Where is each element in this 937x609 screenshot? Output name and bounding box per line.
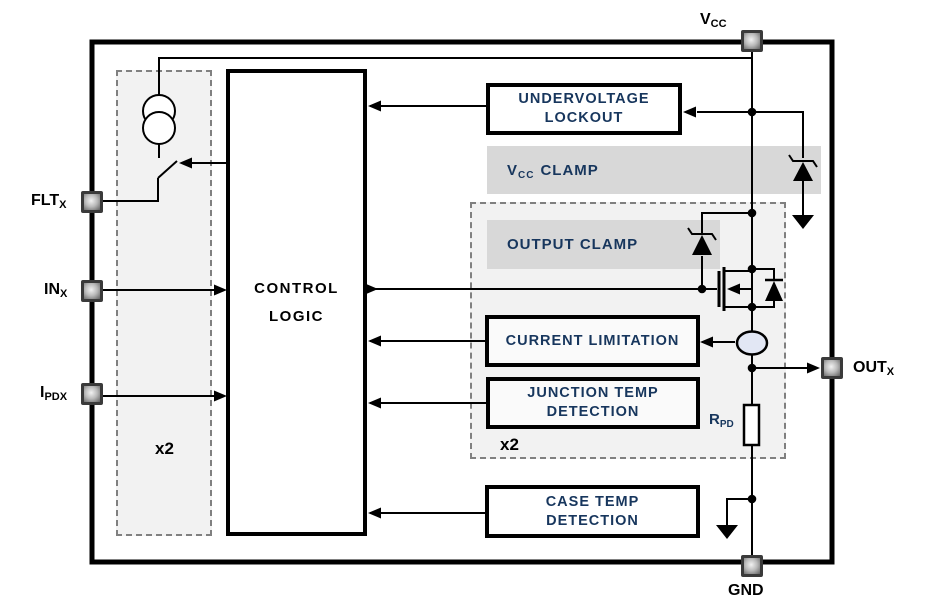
flt-pin (81, 191, 103, 213)
vcc-pin (741, 30, 763, 52)
vcc-pin-label: VCC (700, 11, 727, 30)
in-pin (81, 280, 103, 302)
in-pin-label: INX (44, 281, 68, 300)
ipd-pin-label: IPDX (40, 384, 68, 403)
out-pin-label: OUTX (853, 359, 895, 378)
flt-pin-label: FLTX (31, 192, 67, 211)
gnd-pin (741, 555, 763, 577)
out-pin (821, 357, 843, 379)
gnd-pin-label: GND (728, 582, 764, 599)
ipd-pin (81, 383, 103, 405)
